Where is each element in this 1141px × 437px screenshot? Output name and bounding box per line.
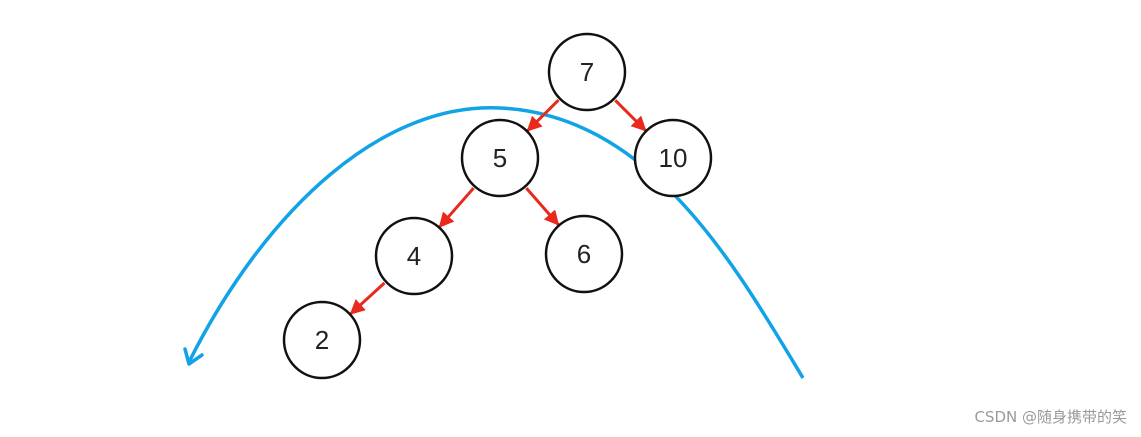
- node-label: 6: [577, 239, 591, 269]
- node-circle: [547, 32, 627, 112]
- edge-n4-n2: [349, 281, 386, 315]
- traversal-curve-arrowhead: [183, 347, 204, 366]
- traversal-curve: [187, 106, 805, 379]
- tree-node-n5: 5: [460, 118, 540, 198]
- edge-n7-n5: [526, 99, 560, 132]
- node-circle: [282, 300, 362, 380]
- edge-n5-n4: [438, 187, 475, 228]
- node-label: 4: [407, 241, 421, 271]
- tree-node-n4: 4: [374, 216, 454, 296]
- tree-node-n2: 2: [282, 300, 362, 380]
- tree-edges: [349, 99, 647, 315]
- edge-n7-n10: [614, 99, 647, 132]
- node-circle: [633, 118, 713, 198]
- node-circle: [460, 118, 540, 198]
- node-circle: [374, 216, 454, 296]
- node-circle: [544, 214, 624, 294]
- tree-node-n6: 6: [544, 214, 624, 294]
- edge-n5-n6: [525, 187, 560, 226]
- tree-node-n10: 10: [633, 118, 713, 198]
- node-label: 2: [315, 325, 329, 355]
- tree-node-n7: 7: [547, 32, 627, 112]
- csdn-watermark: CSDN @随身携带的笑: [974, 408, 1127, 426]
- node-label: 5: [493, 143, 507, 173]
- node-label: 10: [659, 143, 688, 173]
- tree-nodes: 7 5 10 4 6 2: [282, 32, 713, 380]
- node-label: 7: [580, 57, 594, 87]
